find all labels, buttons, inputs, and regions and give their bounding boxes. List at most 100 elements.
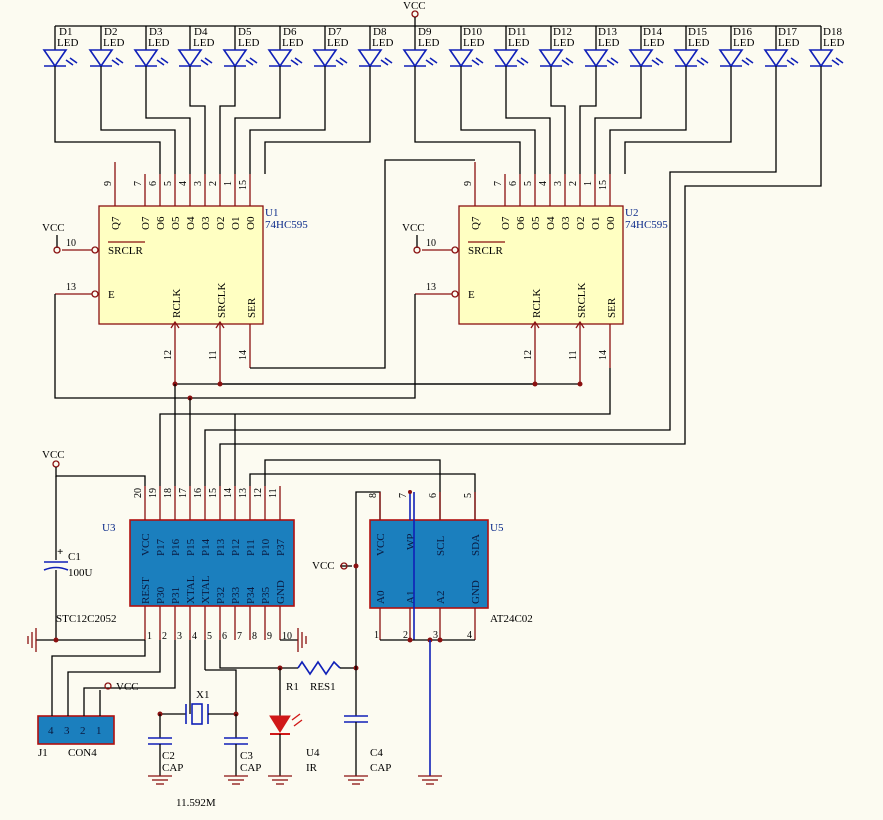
svg-text:RCLK: RCLK <box>531 289 543 318</box>
svg-text:U3: U3 <box>102 522 116 534</box>
svg-text:LED: LED <box>418 37 439 49</box>
svg-text:O3: O3 <box>560 216 572 230</box>
svg-text:X1: X1 <box>196 689 209 701</box>
svg-text:O5: O5 <box>530 216 542 230</box>
svg-text:17: 17 <box>178 488 189 498</box>
svg-text:15: 15 <box>238 180 249 190</box>
svg-text:P13: P13 <box>215 538 227 556</box>
svg-text:6: 6 <box>148 181 159 186</box>
svg-text:GND: GND <box>470 580 482 604</box>
svg-text:D13: D13 <box>598 26 617 38</box>
svg-text:P17: P17 <box>155 538 167 556</box>
svg-text:LED: LED <box>823 37 844 49</box>
c1-capacitor: + C1 100U <box>43 546 93 640</box>
svg-text:LED: LED <box>778 37 799 49</box>
svg-text:14: 14 <box>238 350 249 360</box>
svg-text:SCL: SCL <box>435 536 447 556</box>
svg-text:O4: O4 <box>545 216 557 230</box>
svg-text:XTAL: XTAL <box>185 575 197 604</box>
svg-text:GND: GND <box>275 580 287 604</box>
svg-text:D4: D4 <box>194 26 208 38</box>
svg-text:SER: SER <box>606 297 618 318</box>
svg-text:VCC: VCC <box>375 533 387 556</box>
svg-text:6: 6 <box>222 631 227 642</box>
svg-text:3: 3 <box>64 725 70 737</box>
svg-text:3: 3 <box>177 631 182 642</box>
svg-text:LED: LED <box>508 37 529 49</box>
svg-text:P15: P15 <box>185 538 197 556</box>
svg-text:11: 11 <box>268 488 279 498</box>
svg-text:C1: C1 <box>68 551 81 563</box>
svg-text:6: 6 <box>508 181 519 186</box>
svg-text:19: 19 <box>148 488 159 498</box>
svg-text:D11: D11 <box>508 26 527 38</box>
svg-text:3: 3 <box>553 181 564 186</box>
u5-at24c02: U5 AT24C02 8 7 6 5 VCC WP SCL SDA A0 A1 … <box>368 490 533 785</box>
svg-text:R1: R1 <box>286 681 299 693</box>
svg-text:7: 7 <box>398 493 409 498</box>
svg-text:2: 2 <box>80 725 86 737</box>
svg-text:STC12C2052: STC12C2052 <box>56 613 117 625</box>
svg-text:5: 5 <box>463 493 474 498</box>
svg-text:9: 9 <box>103 181 114 186</box>
svg-text:5: 5 <box>207 631 212 642</box>
svg-text:1: 1 <box>583 181 594 186</box>
svg-text:4: 4 <box>178 181 189 186</box>
svg-text:O6: O6 <box>155 216 167 230</box>
u2-vcc: VCC <box>402 222 425 254</box>
svg-text:D6: D6 <box>283 26 297 38</box>
svg-text:D2: D2 <box>104 26 117 38</box>
svg-text:100U: 100U <box>68 567 93 579</box>
svg-text:LED: LED <box>643 37 664 49</box>
c3-capacitor: C3 CAP <box>224 714 261 785</box>
svg-text:12: 12 <box>253 488 264 498</box>
svg-text:1: 1 <box>96 725 102 737</box>
svg-text:P31: P31 <box>170 587 182 604</box>
svg-text:C2: C2 <box>162 750 175 762</box>
svg-text:LED: LED <box>148 37 169 49</box>
svg-text:10: 10 <box>282 631 292 642</box>
svg-text:10: 10 <box>66 238 76 249</box>
j1-connector: 4 3 2 1 J1 CON4 VCC <box>37 640 176 759</box>
svg-text:VCC: VCC <box>42 449 65 461</box>
svg-text:4: 4 <box>48 725 54 737</box>
svg-text:IR: IR <box>306 762 318 774</box>
svg-text:VCC: VCC <box>312 560 335 572</box>
svg-text:O7: O7 <box>140 216 152 230</box>
svg-text:RES1: RES1 <box>310 681 336 693</box>
svg-text:D7: D7 <box>328 26 342 38</box>
svg-text:D10: D10 <box>463 26 482 38</box>
svg-text:P16: P16 <box>170 538 182 556</box>
svg-text:LED: LED <box>238 37 259 49</box>
svg-text:XTAL: XTAL <box>200 575 212 604</box>
svg-text:8: 8 <box>252 631 257 642</box>
ground-icon <box>280 628 307 652</box>
svg-text:O3: O3 <box>200 216 212 230</box>
svg-text:+: + <box>57 546 63 558</box>
svg-text:1: 1 <box>147 631 152 642</box>
svg-text:VCC: VCC <box>116 681 139 693</box>
svg-text:P33: P33 <box>230 586 242 604</box>
svg-text:E: E <box>108 289 115 301</box>
svg-text:11.592M: 11.592M <box>176 797 216 809</box>
svg-text:U2: U2 <box>625 207 638 219</box>
svg-text:SRCLK: SRCLK <box>216 282 228 318</box>
svg-text:5: 5 <box>523 181 534 186</box>
svg-text:3: 3 <box>193 181 204 186</box>
u4-ir-receiver: U4 IR <box>268 668 320 785</box>
u3-vcc: VCC <box>42 449 146 560</box>
svg-text:LED: LED <box>372 37 393 49</box>
svg-text:5: 5 <box>163 181 174 186</box>
svg-text:D12: D12 <box>553 26 572 38</box>
svg-text:AT24C02: AT24C02 <box>490 613 533 625</box>
